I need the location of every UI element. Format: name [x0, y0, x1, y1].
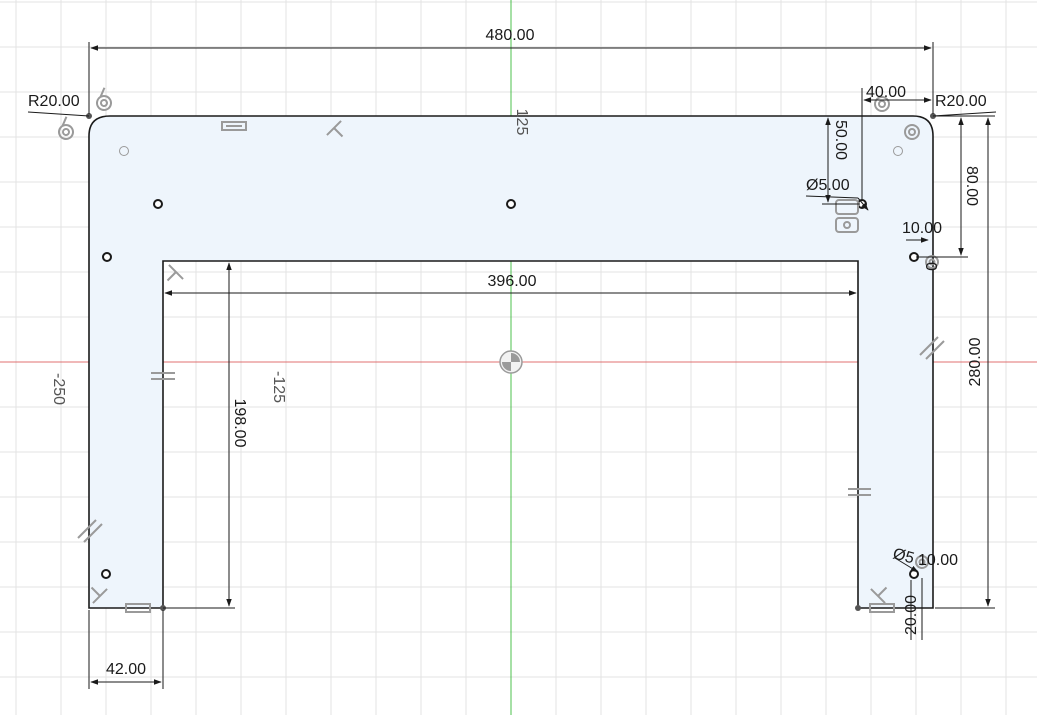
- radius-constraint-icon[interactable]: [914, 554, 930, 570]
- axis-label-top: 125: [513, 109, 530, 136]
- hole[interactable]: [102, 252, 112, 262]
- dim-hole-offset-vertical[interactable]: 50.00: [832, 120, 849, 160]
- axis-label-inner: -125: [270, 371, 287, 403]
- perpendicular-constraint-icon[interactable]: [160, 264, 184, 288]
- radius-constraint-icon[interactable]: [91, 87, 114, 113]
- dim-bottom-offset-vertical[interactable]: 20.00: [903, 595, 920, 635]
- origin-icon[interactable]: [499, 350, 523, 374]
- horizontal-constraint-icon[interactable]: [221, 121, 247, 131]
- dimension-lines: [27, 42, 997, 689]
- construction-points: [119, 146, 903, 156]
- perpendicular-constraint-icon[interactable]: [870, 580, 894, 604]
- radius-constraint-icon[interactable]: [904, 124, 920, 140]
- perpendicular-constraint-icon[interactable]: [84, 580, 108, 604]
- hole[interactable]: [101, 569, 111, 579]
- dim-inner-height[interactable]: 198.00: [231, 399, 248, 448]
- dim-bottom-offset-horizontal[interactable]: 10.00: [918, 552, 958, 569]
- perpendicular-constraint-icon[interactable]: [326, 120, 350, 144]
- dim-overall-width[interactable]: 480.00: [486, 27, 535, 44]
- dim-corner-radius-left[interactable]: R20.00: [28, 93, 80, 110]
- dim-inner-width[interactable]: 396.00: [488, 273, 537, 290]
- dim-hole-diameter-bottom[interactable]: Ø5: [891, 545, 916, 567]
- dim-right-height-top[interactable]: 80.00: [963, 166, 980, 206]
- hole[interactable]: [153, 199, 163, 209]
- dim-hole-diameter-top[interactable]: Ø5.00: [806, 177, 850, 194]
- dim-corner-radius-right[interactable]: R20.00: [935, 93, 987, 110]
- dim-total-height[interactable]: 280.00: [967, 337, 984, 386]
- parallel-constraint-icon[interactable]: [151, 372, 175, 380]
- hole[interactable]: [506, 199, 516, 209]
- parallel-constraint-icon[interactable]: [77, 519, 103, 543]
- dim-offset-top-right[interactable]: 40.00: [866, 84, 906, 101]
- dim-small-offset-right[interactable]: 10.00: [902, 220, 942, 237]
- coincident-constraint-icon[interactable]: [835, 199, 859, 233]
- dim-leg-width[interactable]: 42.00: [106, 661, 146, 678]
- parallel-constraint-icon[interactable]: [919, 336, 945, 360]
- radius-constraint-icon[interactable]: [53, 116, 76, 142]
- axis-label-left: -250: [50, 373, 67, 405]
- parallel-constraint-icon[interactable]: [848, 488, 871, 496]
- horizontal-constraint-icon[interactable]: [125, 603, 895, 613]
- constraint-icons: [53, 87, 945, 613]
- dim-right-small-label[interactable]: 0: [922, 262, 939, 271]
- u-profile-shape[interactable]: [88, 115, 934, 609]
